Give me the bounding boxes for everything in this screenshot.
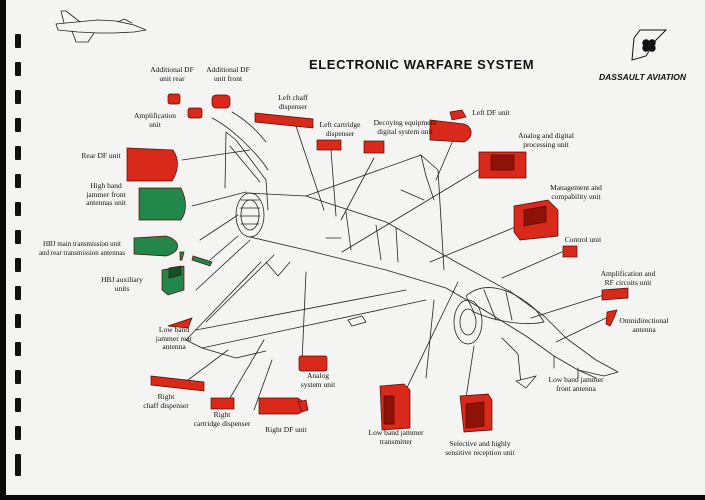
binder-hole	[15, 230, 21, 244]
management-unit-panel	[523, 205, 547, 227]
binder-hole	[15, 174, 21, 188]
left-df-unit-tip	[449, 109, 467, 121]
right-df-unit-tip	[297, 399, 309, 413]
label-low-band-front: Low band jammer front antenna	[548, 375, 604, 393]
label-hbj-main: HBJ main transmission unit and rear tran…	[38, 240, 126, 257]
mirage-2000-airframe	[185, 131, 619, 379]
rear-df-unit	[126, 147, 178, 182]
label-amp-rf: Amplification and RF circuits unit	[600, 269, 656, 287]
binder-hole	[15, 342, 21, 356]
low-band-jammer-rear-antenna	[167, 317, 193, 329]
label-decoying: Decoying equipment digital system unit	[373, 118, 437, 136]
label-omnidirectional: Omnidirectional antenna	[619, 316, 669, 334]
omnidirectional-antenna	[605, 309, 618, 327]
label-selective-reception: Selective and highly sensitive reception…	[445, 439, 515, 457]
label-high-band-front: High band jammer front antennas unit	[86, 181, 126, 207]
binder-hole	[15, 426, 21, 440]
label-right-df: Right DF unit	[265, 425, 307, 434]
binder-hole	[15, 202, 21, 216]
label-additional-df-rear: Additional DF unit rear	[150, 65, 194, 83]
hbj-auxiliary-units-top	[168, 265, 182, 279]
diagram-title: ELECTRONIC WARFARE SYSTEM	[309, 57, 535, 72]
binder-hole	[15, 370, 21, 384]
label-left-df: Left DF unit	[472, 108, 510, 117]
label-amplification-unit: Amplification unit	[133, 111, 177, 129]
low-band-jammer-front-antenna	[515, 375, 537, 389]
left-cartridge-dispenser	[316, 139, 342, 151]
hbj-rear-transmission-antenna	[179, 251, 185, 261]
binder-hole	[15, 62, 21, 76]
diagram-canvas	[55, 10, 668, 433]
label-right-chaff: Right chaff dispenser	[143, 392, 189, 410]
transmitter-panel	[383, 395, 395, 425]
right-cartridge-dispenser	[210, 397, 235, 410]
label-control-unit: Control unit	[564, 235, 602, 244]
decoying-equipment-digital-unit	[363, 140, 385, 154]
label-left-cartridge: Left cartridge dispenser	[319, 120, 361, 138]
leader-lines	[181, 125, 607, 411]
antenna-arc	[211, 117, 269, 171]
hbj-rear-transmission-antenna	[191, 255, 213, 267]
left-chaff-dispenser	[254, 112, 314, 129]
antenna-arc	[231, 111, 267, 143]
label-left-chaff: Left chaff dispenser	[278, 93, 308, 111]
amplification-unit	[187, 107, 203, 119]
right-chaff-dispenser	[150, 375, 205, 392]
right-df-unit	[258, 397, 306, 415]
additional-df-unit-rear	[167, 93, 181, 105]
page: ELECTRONIC WARFARE SYSTEM DASSAULT AVIAT…	[6, 0, 705, 495]
label-analog-system: Analog system unit	[300, 371, 336, 389]
label-additional-df-front: Additional DF unit front	[206, 65, 250, 83]
label-rear-df: Rear DF unit	[81, 151, 121, 160]
aircraft-thumbnail-icon	[55, 10, 147, 43]
hbj-main-transmission-unit	[133, 235, 178, 257]
binder-hole	[15, 90, 21, 104]
label-analog-digital: Analog and digital processing unit	[518, 131, 574, 149]
binder-hole	[15, 286, 21, 300]
reception-unit-panel	[465, 401, 485, 429]
brand-name: DASSAULT AVIATION	[599, 72, 687, 82]
processing-unit-panel	[490, 154, 515, 171]
binder-hole	[15, 314, 21, 328]
binder-hole	[15, 258, 21, 272]
binder-hole	[15, 146, 21, 160]
additional-df-unit-front	[211, 94, 231, 109]
label-hbj-auxiliary: HBJ auxiliary units	[101, 275, 143, 293]
label-low-band-transmitter: Low band jammer transmitter	[368, 428, 424, 446]
amplification-rf-circuits-unit	[601, 287, 629, 301]
control-unit	[562, 245, 578, 258]
analog-system-unit	[298, 355, 328, 372]
binder-hole	[15, 34, 21, 48]
binder-hole	[15, 398, 21, 412]
label-low-band-rear: Low band jammer rear antenna	[155, 325, 193, 351]
binder-hole	[15, 454, 21, 476]
label-management: Management and compability unit	[550, 183, 602, 201]
left-df-unit	[429, 119, 472, 143]
binder-hole	[15, 118, 21, 132]
label-right-cartridge: Right cartridge dispenser	[193, 410, 251, 428]
high-band-jammer-front-antennas-unit	[138, 187, 186, 221]
dassault-logo-icon	[631, 29, 668, 61]
